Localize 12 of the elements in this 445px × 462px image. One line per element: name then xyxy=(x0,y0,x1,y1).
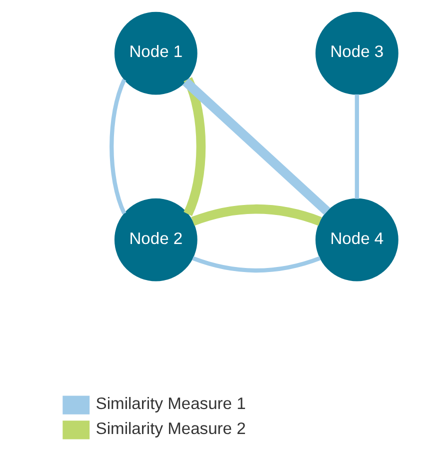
node-circle: Node 4 xyxy=(314,198,398,282)
node-circle: Node 1 xyxy=(114,12,197,95)
connector xyxy=(183,77,206,216)
connector xyxy=(109,78,126,214)
node-circle: Node 2 xyxy=(114,198,197,282)
connector xyxy=(190,204,322,226)
connector xyxy=(192,256,320,273)
connector xyxy=(182,78,330,215)
node-circle: Node 3 xyxy=(314,12,398,95)
legend-label: Similarity Measure 1 xyxy=(95,394,246,414)
connector xyxy=(354,94,358,199)
legend-label: Similarity Measure 2 xyxy=(95,418,246,438)
